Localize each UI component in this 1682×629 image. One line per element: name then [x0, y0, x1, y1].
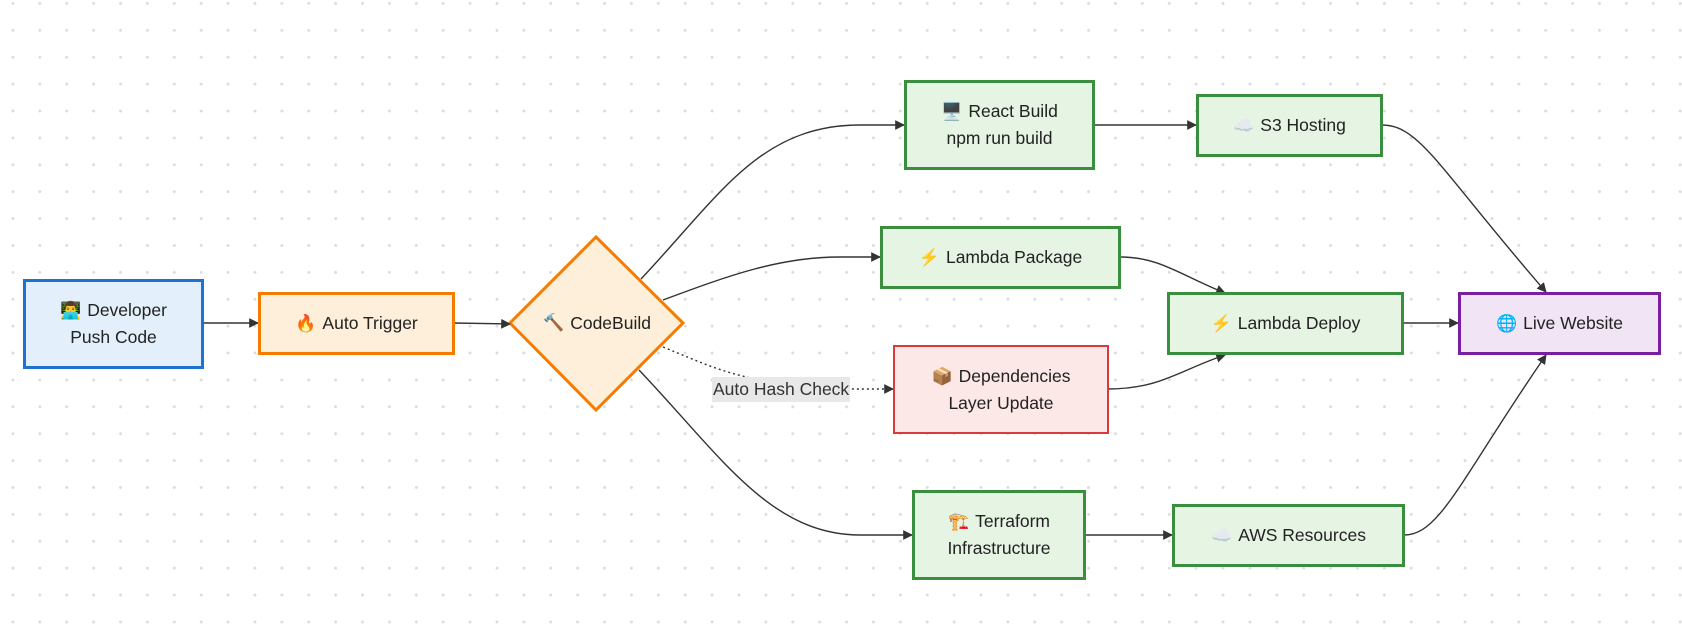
- codebuild-diamond[interactable]: [507, 234, 686, 413]
- node-react-build-subtitle: npm run build: [946, 128, 1053, 148]
- crane-icon: 🏗️: [947, 512, 970, 531]
- node-s3-hosting-title: S3 Hosting: [1260, 115, 1346, 135]
- cloud-icon: ☁️: [1211, 526, 1233, 545]
- node-lambda-package[interactable]: ⚡ Lambda Package: [880, 226, 1121, 289]
- package-icon: 📦: [931, 366, 953, 386]
- node-terraform-subtitle: Infrastructure: [947, 538, 1051, 558]
- edge-lambda-package-to-lambda-deploy: [1119, 256, 1226, 295]
- globe-icon: 🌐: [1495, 314, 1518, 333]
- node-developer-subtitle: Push Code: [70, 327, 157, 347]
- node-codebuild-title: CodeBuild: [570, 312, 651, 333]
- edge-codebuild-to-dependencies: [662, 346, 894, 394]
- cloud-icon: ☁️: [1233, 116, 1255, 135]
- edge-codebuild-to-react-build: [640, 120, 905, 280]
- hammer-icon: 🔨: [543, 313, 565, 332]
- edge-label-auto-hash-check: Auto Hash Check: [712, 377, 851, 402]
- node-react-build[interactable]: 🖥️ React Build npm run build: [904, 80, 1095, 170]
- edge-codebuild-to-terraform: [638, 369, 913, 540]
- node-dependencies-subtitle: Layer Update: [948, 392, 1054, 413]
- node-react-build-title: React Build: [968, 101, 1058, 121]
- developer-icon: 👨‍💻: [60, 301, 82, 320]
- desktop-icon: 🖥️: [941, 102, 963, 121]
- node-codebuild[interactable]: 🔨 CodeBuild: [510, 300, 684, 346]
- node-auto-trigger[interactable]: 🔥 Auto Trigger: [258, 292, 455, 355]
- node-developer-title: Developer: [87, 300, 167, 320]
- fire-icon: 🔥: [295, 314, 317, 333]
- node-developer[interactable]: 👨‍💻 Developer Push Code: [23, 279, 204, 369]
- node-dependencies[interactable]: 📦 Dependencies Layer Update: [893, 345, 1109, 434]
- edge-auto-trigger-to-codebuild: [453, 318, 511, 329]
- node-s3-hosting[interactable]: ☁️ S3 Hosting: [1196, 94, 1383, 157]
- node-terraform[interactable]: 🏗️ Terraform Infrastructure: [912, 490, 1086, 580]
- node-terraform-title: Terraform: [975, 511, 1051, 531]
- node-auto-trigger-title: Auto Trigger: [322, 313, 418, 333]
- edge-dependencies-to-lambda-deploy: [1107, 353, 1226, 390]
- lightning-icon: ⚡: [1210, 314, 1232, 333]
- node-dependencies-title: Dependencies: [958, 365, 1071, 386]
- node-live-website-title: Live Website: [1523, 313, 1624, 333]
- edge-s3-hosting-to-live-website: [1381, 124, 1547, 293]
- node-aws-resources[interactable]: ☁️ AWS Resources: [1172, 504, 1405, 567]
- node-lambda-deploy[interactable]: ⚡ Lambda Deploy: [1167, 292, 1404, 355]
- edge-codebuild-to-lambda-package: [662, 252, 881, 301]
- node-lambda-deploy-title: Lambda Deploy: [1237, 313, 1361, 333]
- edge-aws-resources-to-live-website: [1403, 354, 1547, 536]
- node-aws-resources-title: AWS Resources: [1238, 525, 1366, 545]
- node-lambda-package-title: Lambda Package: [945, 247, 1083, 267]
- node-live-website[interactable]: 🌐 Live Website: [1458, 292, 1661, 355]
- lightning-icon: ⚡: [918, 248, 940, 267]
